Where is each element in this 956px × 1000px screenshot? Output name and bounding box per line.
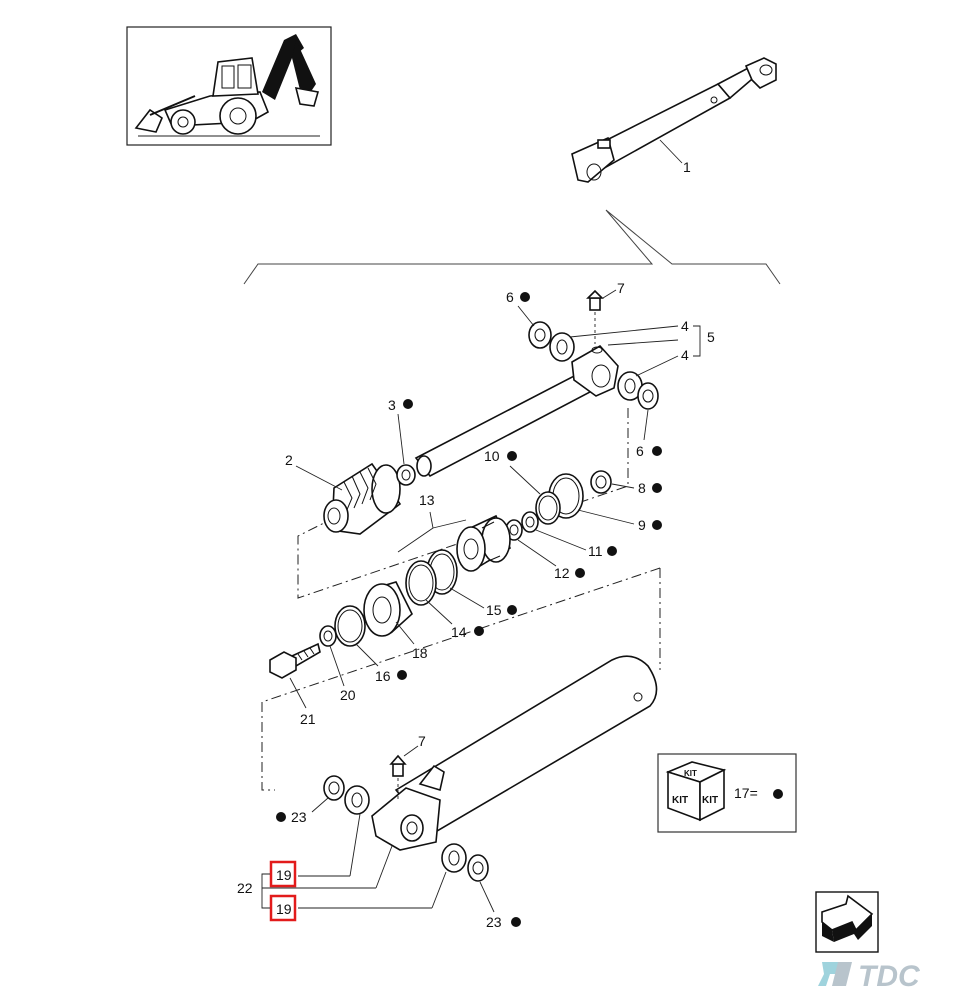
washer-20 (319, 625, 337, 647)
label-19-bottom: 19 (276, 901, 292, 917)
kit-dot-3 (403, 399, 413, 409)
label-2: 2 (285, 452, 293, 468)
washer-6-right (637, 382, 659, 410)
washer-23-left (323, 775, 345, 801)
highlight-19-bottom (269, 894, 297, 922)
kit-legend-text: 17= (734, 785, 758, 801)
kit-dot-23-left (276, 812, 286, 822)
seal-8 (590, 470, 612, 494)
label-15: 15 (486, 602, 502, 618)
label-4-top: 4 (681, 318, 689, 334)
kit-dot-10 (507, 451, 517, 461)
label-6-right: 6 (636, 443, 644, 459)
label-5: 5 (707, 329, 715, 345)
callout-bracket (243, 209, 781, 285)
kit-dot-6-right (652, 446, 662, 456)
kit-box-label-left: KIT (672, 795, 688, 806)
washer-23-right (467, 854, 489, 882)
kit-dot-14 (474, 626, 484, 636)
label-3: 3 (388, 397, 396, 413)
cylinder-barrel (371, 655, 658, 851)
label-10: 10 (484, 448, 500, 464)
kit-dot-8 (652, 483, 662, 493)
label-1: 1 (683, 159, 691, 175)
seal-3 (396, 464, 416, 486)
next-page-arrow-button[interactable] (815, 891, 879, 953)
seal-16 (334, 605, 366, 647)
kit-dot-16 (397, 670, 407, 680)
label-23-left: 23 (291, 809, 307, 825)
bushing-19-right (441, 843, 467, 873)
seal-10 (535, 491, 561, 525)
kit-dot-12 (575, 568, 585, 578)
kit-box-label-right: KIT (702, 795, 718, 806)
cylinder-assembly-part-1 (571, 57, 777, 183)
label-8: 8 (638, 480, 646, 496)
label-9: 9 (638, 517, 646, 533)
grease-nipple-bottom (389, 754, 407, 800)
axis-line-upper (297, 408, 629, 599)
kit-dot-11 (607, 546, 617, 556)
piston-13 (456, 514, 512, 572)
label-12: 12 (554, 565, 570, 581)
label-4-bottom: 4 (681, 347, 689, 363)
kit-dot-23-right (511, 917, 521, 927)
machine-thumbnail (126, 26, 332, 146)
bushing-4-left (549, 332, 575, 362)
label-23-right: 23 (486, 914, 502, 930)
tdc-logo-mark (818, 962, 840, 986)
kit-legend: KIT KIT KIT 17= (657, 753, 797, 833)
label-18: 18 (412, 645, 428, 661)
gland-part-2 (323, 462, 402, 535)
piston-rod-part-5 (414, 344, 619, 478)
label-7-bottom: 7 (418, 733, 426, 749)
label-19-top: 19 (276, 867, 292, 883)
kit-legend-dot (773, 789, 783, 799)
label-21: 21 (300, 711, 316, 727)
label-20: 20 (340, 687, 356, 703)
tdc-logo: TDC (818, 960, 921, 993)
kit-dot-15 (507, 605, 517, 615)
tdc-logo-text: TDC (858, 960, 921, 993)
label-13: 13 (419, 492, 435, 508)
kit-dot-9 (652, 520, 662, 530)
label-6-top: 6 (506, 289, 514, 305)
seal-14 (405, 560, 437, 606)
label-16: 16 (375, 668, 391, 684)
washer-6-top (528, 321, 552, 349)
piston-part-18 (363, 581, 413, 637)
bolt-21 (269, 642, 321, 679)
seal-11 (521, 511, 539, 533)
grease-nipple-top (586, 289, 604, 344)
bushing-19-left (344, 785, 370, 815)
label-11: 11 (588, 543, 603, 559)
label-22: 22 (237, 880, 253, 896)
label-14: 14 (451, 624, 467, 640)
highlight-19-top (269, 860, 297, 888)
label-7-top: 7 (617, 280, 625, 296)
kit-dot-6-top (520, 292, 530, 302)
axis-line-lower (261, 567, 661, 791)
kit-box-label-top: KIT (684, 769, 697, 778)
